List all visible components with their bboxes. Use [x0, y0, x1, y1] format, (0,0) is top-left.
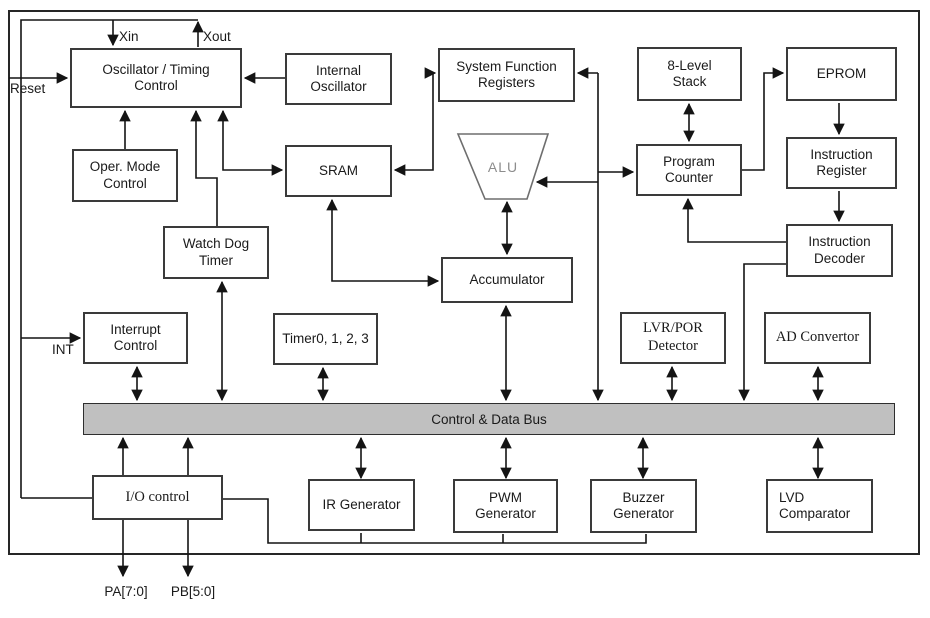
control-data-bus: Control & Data Bus [83, 403, 895, 435]
conn-wdt-osc [190, 109, 218, 226]
block-oscillator-timing-control: Oscillator / Timing Control [70, 48, 242, 108]
block-ir-generator: IR Generator [308, 479, 415, 531]
block-pwm-generator: PWM Generator [453, 479, 558, 533]
block-oper-mode-control: Oper. Mode Control [72, 149, 178, 202]
conn-osc-sram [217, 109, 284, 176]
conn-sram-sfr [393, 67, 437, 176]
block-sram: SRAM [285, 145, 392, 197]
block-instruction-register: Instruction Register [786, 137, 897, 189]
block-interrupt-control: Interrupt Control [83, 312, 188, 364]
block-timer0123: Timer0, 1, 2, 3 [273, 313, 378, 365]
block-8-level-stack: 8-Level Stack [637, 47, 742, 101]
block-ad-convertor: AD Convertor [764, 312, 871, 364]
block-buzzer-generator: Buzzer Generator [590, 479, 697, 533]
diagram-border [8, 10, 920, 555]
block-internal-oscillator: Internal Oscillator [285, 53, 392, 105]
pin-label-xin: Xin [119, 29, 139, 44]
block-io-control: I/O control [92, 475, 223, 520]
conn-idec-pc [682, 197, 786, 243]
alu-trapezoid [456, 133, 550, 200]
conn-idec-bus [738, 263, 786, 402]
pin-label-xout: Xout [203, 29, 231, 44]
block-watch-dog-timer: Watch Dog Timer [163, 226, 269, 279]
block-eprom: EPROM [786, 47, 897, 101]
block-instruction-decoder: Instruction Decoder [786, 224, 893, 277]
block-system-function-registers: System Function Registers [438, 48, 575, 102]
conn-sram-acc [326, 198, 440, 287]
block-program-counter: Program Counter [636, 144, 742, 196]
block-alu: ALU [487, 158, 519, 175]
pin-label-pa: PA[7:0] [104, 584, 148, 599]
pin-label-pb: PB[5:0] [170, 584, 216, 599]
pin-label-reset: Reset [10, 81, 46, 96]
conn-pc-eprom [742, 67, 785, 171]
block-lvr-por-detector: LVR/POR Detector [620, 312, 726, 364]
block-lvd-comparator: LVD Comparator [766, 479, 873, 533]
conn-io-generators [223, 498, 647, 544]
block-accumulator: Accumulator [441, 257, 573, 303]
pin-label-int: INT [52, 342, 74, 357]
